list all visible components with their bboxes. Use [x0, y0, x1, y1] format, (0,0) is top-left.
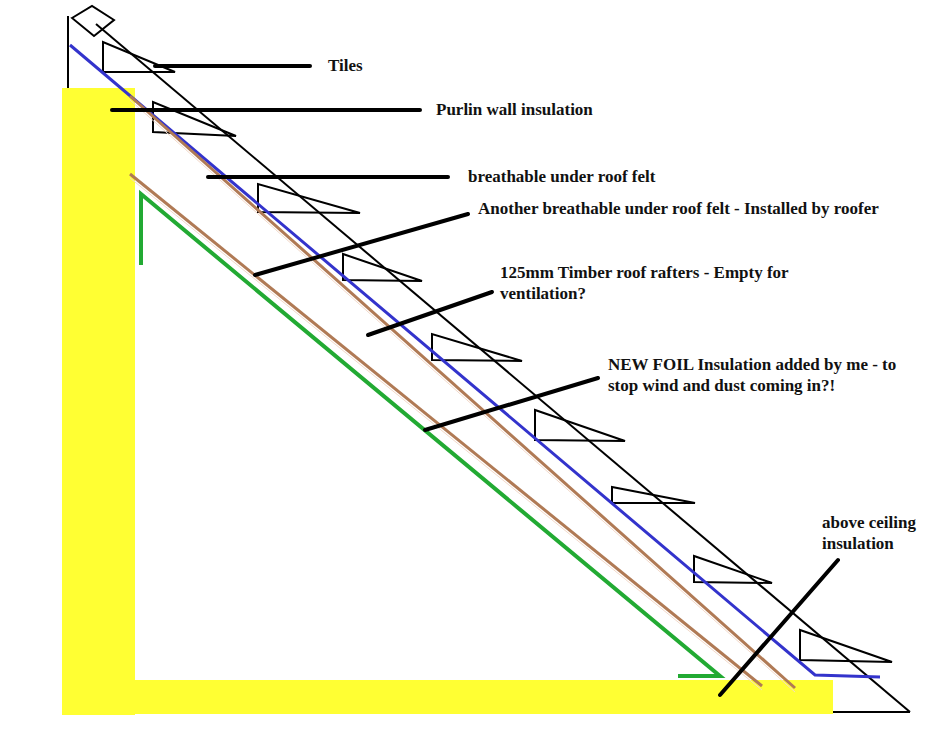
part-label: NEW FOIL Insulation added by me - to sto… — [608, 354, 908, 396]
felt-layer — [130, 178, 762, 690]
part-label: 125mm Timber roof rafters - Empty for ve… — [500, 262, 875, 304]
part-label: Another breathable under roof felt - Ins… — [478, 198, 923, 219]
roof-line — [96, 24, 910, 712]
part-label: above ceiling insulation — [822, 512, 940, 554]
ridge-tile — [72, 6, 114, 36]
eaves-line — [833, 711, 910, 713]
part-label: Tiles — [328, 55, 448, 76]
felt-layer — [130, 174, 762, 686]
part-label: breathable under roof felt — [468, 166, 788, 187]
tiles — [103, 42, 892, 662]
wall-insulation — [62, 88, 135, 715]
part-label: Purlin wall insulation — [436, 99, 736, 120]
felt-layer — [130, 100, 795, 692]
wall-edge — [67, 16, 69, 88]
